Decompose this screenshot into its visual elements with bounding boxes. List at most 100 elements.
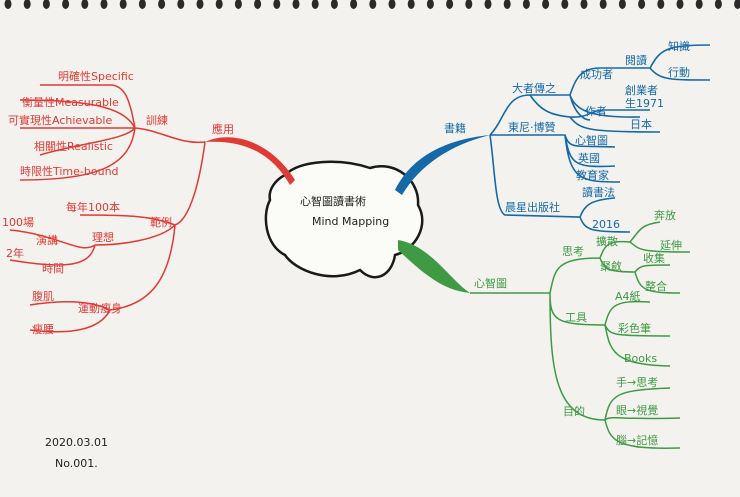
binding-ring bbox=[522, 0, 530, 9]
binding-ring bbox=[330, 0, 338, 9]
binding-ring bbox=[42, 0, 50, 9]
smart-item: 相關性Realistic bbox=[34, 139, 113, 153]
eye-label: 眼→視覺 bbox=[616, 403, 658, 417]
number-label: No.001. bbox=[55, 457, 98, 470]
binding-ring bbox=[273, 0, 281, 9]
free-label: 奔放 bbox=[654, 208, 676, 222]
smart-label: 訓練 bbox=[146, 113, 168, 127]
born-label: 生1971 bbox=[625, 96, 664, 110]
binding-ring bbox=[62, 0, 70, 9]
action-label: 行動 bbox=[668, 65, 690, 79]
binding-ring bbox=[196, 0, 204, 9]
binding-ring bbox=[503, 0, 511, 9]
binding-ring bbox=[158, 0, 166, 9]
binding-ring bbox=[734, 0, 740, 9]
binding-ring bbox=[350, 0, 358, 9]
binding-ring bbox=[676, 0, 684, 9]
year-label: 2016 bbox=[592, 218, 620, 231]
pens-label: 彩色筆 bbox=[618, 321, 651, 335]
binding-ring bbox=[254, 0, 262, 9]
country-label: 日本 bbox=[630, 117, 652, 131]
knowledge-label: 知識 bbox=[668, 39, 690, 53]
brain-outline bbox=[264, 160, 424, 279]
publisher-label: 晨星出版社 bbox=[505, 200, 560, 214]
binding-ring bbox=[618, 0, 626, 9]
red-branch-label: 應用 bbox=[212, 122, 234, 136]
speech-count: 100場 bbox=[2, 216, 34, 229]
hand-label: 手→思考 bbox=[616, 375, 658, 389]
binding-ring bbox=[215, 0, 223, 9]
binding-ring bbox=[119, 0, 127, 9]
extend-label: 延伸 bbox=[660, 239, 682, 252]
author-main: 大者傳之 bbox=[512, 81, 556, 95]
smart-item: 衡量性Measurable bbox=[22, 95, 119, 109]
converge-label: 聚斂 bbox=[600, 259, 622, 273]
binding-ring bbox=[100, 0, 108, 9]
binding-ring bbox=[542, 0, 550, 9]
binding-ring bbox=[426, 0, 434, 9]
blue-branch-label: 書籍 bbox=[444, 121, 466, 135]
binding-ring bbox=[4, 0, 12, 9]
binding-ring bbox=[599, 0, 607, 9]
writer-label: 作者 bbox=[585, 105, 607, 118]
binding-ring bbox=[714, 0, 722, 9]
mindmap-label: 心智圖 bbox=[575, 133, 608, 147]
ideal-label: 理想 bbox=[92, 230, 114, 244]
binding-ring bbox=[407, 0, 415, 9]
green-main-branch bbox=[398, 240, 470, 293]
date-label: 2020.03.01 bbox=[45, 436, 108, 449]
binding-ring bbox=[81, 0, 89, 9]
binding-ring bbox=[23, 0, 31, 9]
educator-label: 教育家 bbox=[576, 168, 609, 182]
think-label: 思考 bbox=[562, 245, 584, 258]
binding-ring bbox=[465, 0, 473, 9]
sport-a: 腹肌 bbox=[32, 289, 54, 303]
smart-item: 可實現性Achievable bbox=[8, 113, 112, 127]
binding-ring bbox=[561, 0, 569, 9]
binding-ring bbox=[369, 0, 377, 9]
binding-ring bbox=[695, 0, 703, 9]
binding-ring bbox=[138, 0, 146, 9]
example-label: 範例 bbox=[150, 215, 172, 229]
smart-item: 時限性Time-bound bbox=[20, 164, 119, 178]
green-branch-label: 心智圖 bbox=[474, 276, 507, 290]
smart-item: 明確性Specific bbox=[58, 69, 134, 83]
binding-ring bbox=[580, 0, 588, 9]
sport-label: 運動瘦身 bbox=[78, 301, 122, 315]
binding-ring bbox=[311, 0, 319, 9]
binding-ring bbox=[234, 0, 242, 9]
integrate-label: 整合 bbox=[645, 279, 667, 293]
method-label: 讀書法 bbox=[582, 185, 615, 199]
founder-label: 創業者 bbox=[625, 83, 658, 97]
center-title: 心智圖讀書術 bbox=[300, 194, 366, 208]
diverge-label: 擴散 bbox=[596, 234, 618, 248]
binding-ring bbox=[292, 0, 300, 9]
tools-label: 工具 bbox=[565, 311, 587, 324]
time-length: 2年 bbox=[6, 246, 24, 260]
blue-main-branch bbox=[395, 135, 490, 195]
tony-label: 東尼·博贊 bbox=[508, 120, 556, 134]
binding-ring bbox=[177, 0, 185, 9]
red-main-branch bbox=[205, 137, 295, 185]
success-label: 成功者 bbox=[580, 68, 613, 81]
brain-label: 腦→記憶 bbox=[616, 433, 658, 447]
time-label: 時間 bbox=[42, 262, 64, 275]
uk-label: 英國 bbox=[578, 151, 600, 165]
binding-ring bbox=[446, 0, 454, 9]
binding-ring bbox=[484, 0, 492, 9]
read-label: 閱讀 bbox=[625, 53, 647, 67]
binding-ring bbox=[638, 0, 646, 9]
binding-ring bbox=[388, 0, 396, 9]
sport-b: 瘦腰 bbox=[32, 322, 54, 336]
spiral-binding bbox=[4, 0, 740, 9]
purpose-label: 目的 bbox=[563, 404, 585, 418]
paper-label: A4紙 bbox=[615, 289, 641, 303]
collect-label: 收集 bbox=[643, 251, 665, 265]
yearly-label: 每年100本 bbox=[66, 200, 120, 214]
center-subtitle: Mind Mapping bbox=[312, 215, 389, 228]
books-label: Books bbox=[624, 352, 657, 365]
binding-ring bbox=[657, 0, 665, 9]
speech-label: 演講 bbox=[36, 233, 58, 247]
